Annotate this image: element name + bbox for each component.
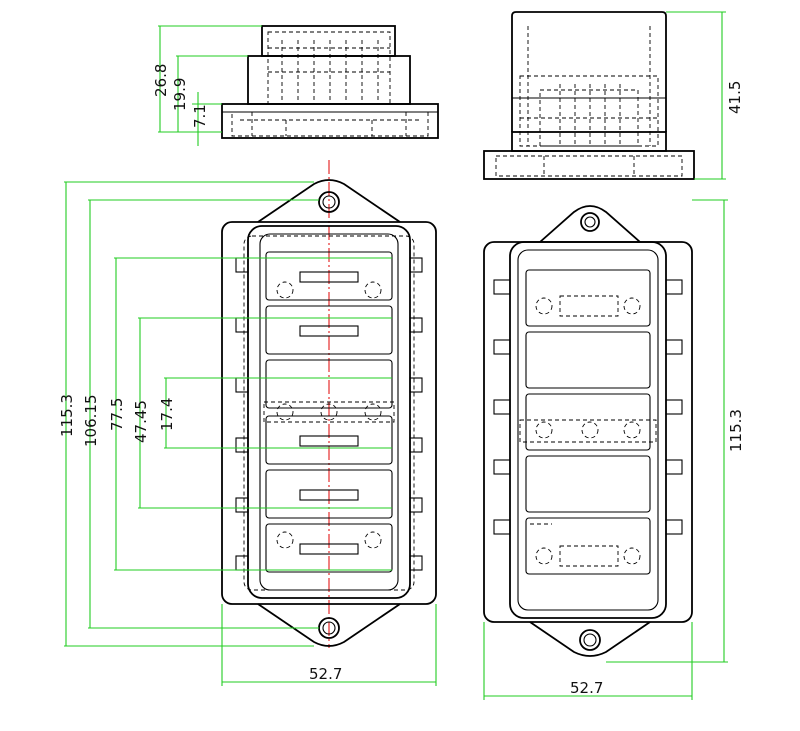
bottom-view: 115.3 52.7 xyxy=(483,199,745,700)
end-view: 41.5 xyxy=(483,11,744,180)
side-dim-7-1: 7.1 xyxy=(191,104,209,128)
top-dim-52-7: 52.7 xyxy=(309,665,342,683)
bottom-dim-115-3: 115.3 xyxy=(727,409,745,452)
top-dim-47-45: 47.45 xyxy=(132,400,150,443)
top-dim-115-3: 115.3 xyxy=(58,394,76,437)
top-dim-77-5: 77.5 xyxy=(108,398,126,431)
bottom-dim-52-7: 52.7 xyxy=(570,679,603,697)
top-dim-106-15: 106.15 xyxy=(82,395,100,448)
side-dim-26-8: 26.8 xyxy=(152,64,170,97)
side-dim-19-9: 19.9 xyxy=(171,78,189,111)
end-dim-41-5: 41.5 xyxy=(726,81,744,114)
top-dim-17-4: 17.4 xyxy=(158,398,176,431)
top-view: 115.3 106.15 77.5 47.45 17.4 52.7 xyxy=(58,160,437,686)
side-view: 26.8 19.9 7.1 xyxy=(152,25,439,146)
